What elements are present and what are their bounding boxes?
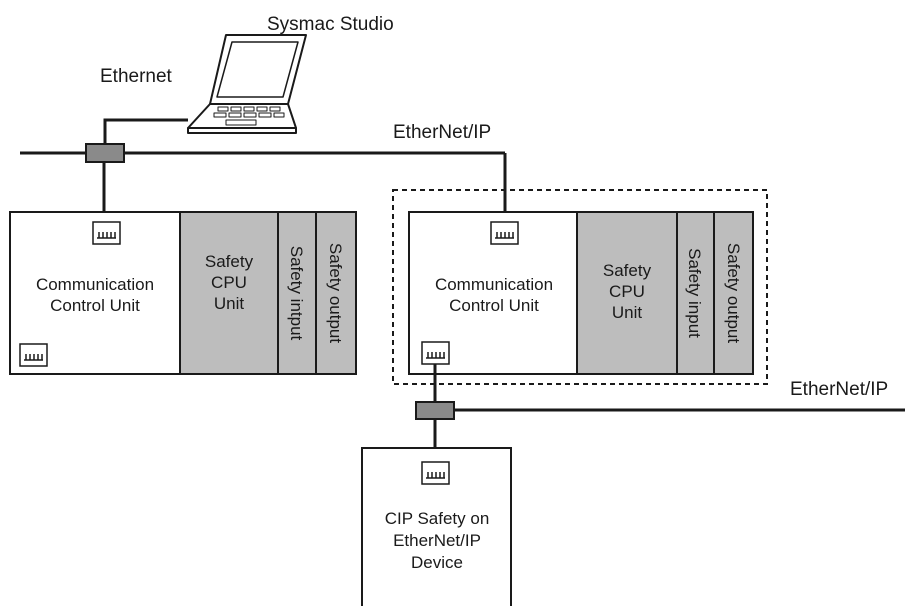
switch-hub-bottom [415, 401, 455, 420]
right-output-unit [713, 211, 754, 375]
ethernet-port-icon [19, 343, 48, 367]
right-input-unit [676, 211, 715, 375]
right-cpu-unit [576, 211, 678, 375]
sysmac-studio-label: Sysmac Studio [267, 14, 394, 35]
ethernetip-label-top: EtherNet/IP [393, 122, 491, 143]
device-label-1: CIP Safety on [385, 509, 490, 528]
left-input-label: Safety intput [287, 246, 306, 341]
right-comm-label-2: Control Unit [449, 296, 539, 315]
ethernet-port-icon [92, 221, 121, 245]
right-cpu-label-2: CPU [609, 282, 645, 301]
left-cpu-label-1: Safety [205, 252, 254, 271]
left-controller: Communication Control Unit Safety CPU Un… [9, 211, 357, 375]
device-label-3: Device [411, 553, 463, 572]
ethernet-cable [103, 118, 188, 144]
left-output-label: Safety output [326, 243, 345, 343]
safety-group-enclosure [392, 189, 768, 385]
right-cpu-label-1: Safety [603, 261, 652, 280]
laptop-icon [187, 34, 307, 134]
right-cpu-label-3: Unit [612, 303, 643, 322]
device-label-2: EtherNet/IP [393, 531, 481, 550]
ethernet-port-icon [421, 461, 450, 485]
ethernet-label: Ethernet [100, 66, 173, 87]
left-comm-label-1: Communication [36, 275, 154, 294]
left-cpu-unit [179, 211, 279, 375]
right-controller: Communication Control Unit Safety CPU Un… [408, 211, 754, 375]
left-comm-label-2: Control Unit [50, 296, 140, 315]
right-output-label: Safety output [724, 243, 743, 343]
ethernetip-label-right: EtherNet/IP [790, 379, 888, 400]
switch-hub-top [85, 143, 125, 163]
cip-safety-device: CIP Safety on EtherNet/IP Device [361, 447, 512, 606]
right-comm-label-1: Communication [435, 275, 553, 294]
left-input-unit [277, 211, 317, 375]
right-input-label: Safety input [685, 248, 704, 338]
left-cpu-label-2: CPU [211, 273, 247, 292]
ethernet-port-icon [421, 341, 450, 365]
left-cpu-label-3: Unit [214, 294, 245, 313]
left-output-unit [315, 211, 357, 375]
ethernet-port-icon [490, 221, 519, 245]
